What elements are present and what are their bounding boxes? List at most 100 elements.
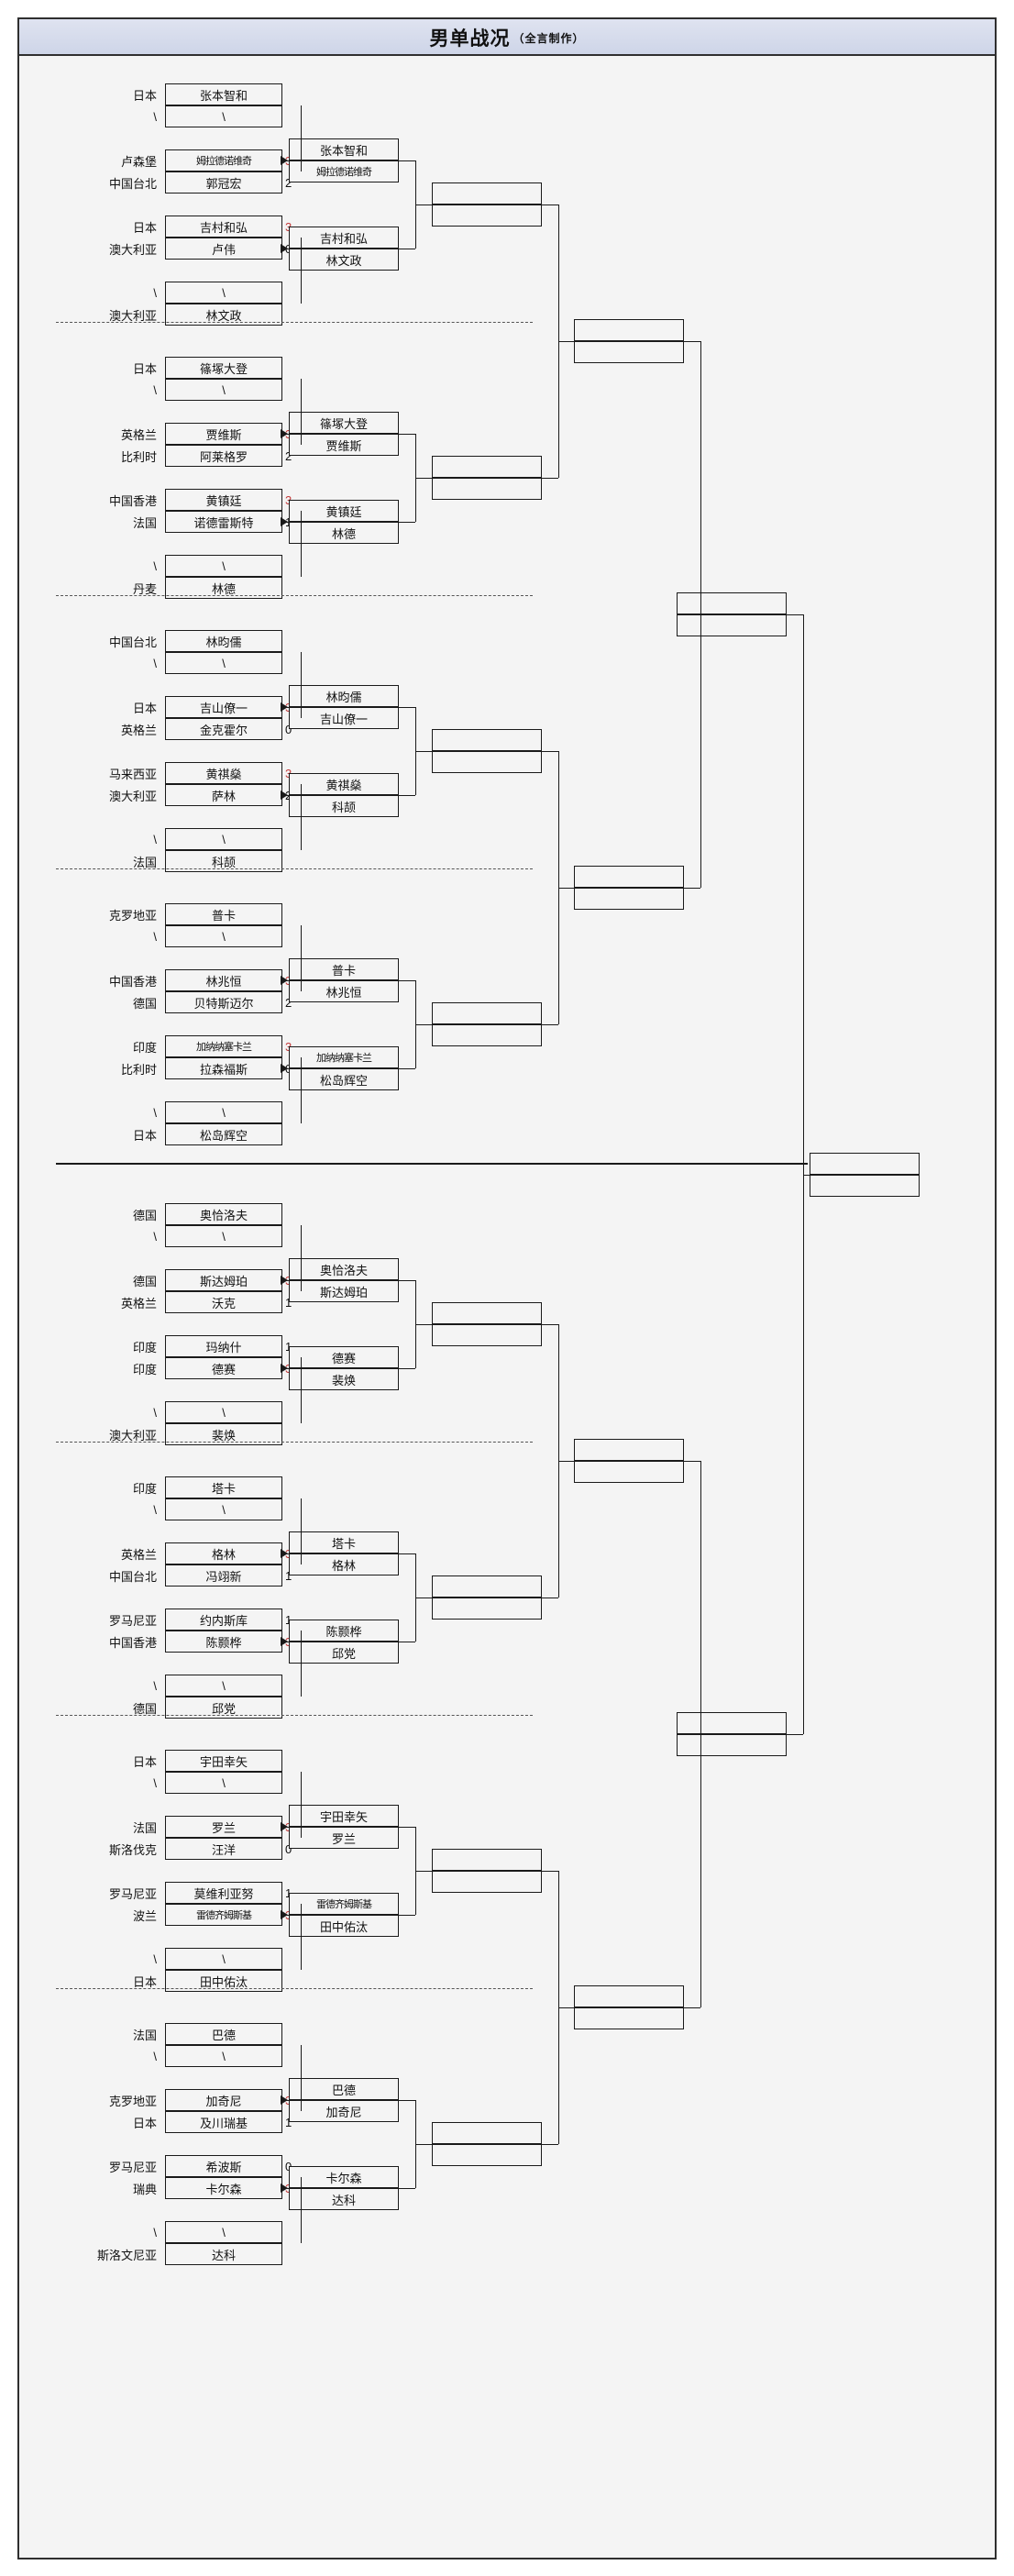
- player-cell[interactable]: 篠塚大登: [289, 412, 399, 434]
- player-cell[interactable]: 达科: [289, 2188, 399, 2210]
- player-cell[interactable]: [574, 319, 684, 341]
- player-cell[interactable]: 吉山僚一: [165, 696, 282, 718]
- player-cell[interactable]: [574, 1461, 684, 1483]
- player-cell[interactable]: [432, 1324, 542, 1346]
- player-cell[interactable]: [432, 729, 542, 751]
- player-cell[interactable]: [432, 1849, 542, 1871]
- player-cell[interactable]: 沃克: [165, 1291, 282, 1313]
- player-cell[interactable]: 张本智和: [289, 138, 399, 160]
- player-cell[interactable]: \: [165, 105, 282, 127]
- player-cell[interactable]: 雷德齐姆斯基: [289, 1893, 399, 1915]
- player-cell[interactable]: [432, 1575, 542, 1598]
- player-cell[interactable]: 黄祺燊: [165, 762, 282, 784]
- player-cell[interactable]: 林兆恒: [165, 969, 282, 991]
- player-cell[interactable]: 张本智和: [165, 83, 282, 105]
- player-cell[interactable]: [574, 1985, 684, 2007]
- player-cell[interactable]: 巴德: [165, 2023, 282, 2045]
- player-cell[interactable]: \: [165, 1675, 282, 1697]
- player-cell[interactable]: [432, 1024, 542, 1046]
- player-cell[interactable]: 陈颢桦: [289, 1620, 399, 1642]
- player-cell[interactable]: [677, 614, 787, 636]
- player-cell[interactable]: 卡尔森: [165, 2177, 282, 2199]
- player-cell[interactable]: [677, 1712, 787, 1734]
- player-cell[interactable]: 贾维斯: [289, 434, 399, 456]
- player-cell[interactable]: 雷德齐姆斯基: [165, 1904, 282, 1926]
- player-cell[interactable]: 德赛: [165, 1357, 282, 1379]
- player-cell[interactable]: 及川瑞基: [165, 2111, 282, 2133]
- player-cell[interactable]: 普卡: [289, 958, 399, 980]
- player-cell[interactable]: [574, 341, 684, 363]
- player-cell[interactable]: 罗兰: [289, 1827, 399, 1849]
- player-cell[interactable]: [677, 592, 787, 614]
- player-cell[interactable]: \: [165, 1948, 282, 1970]
- player-cell[interactable]: 斯达姆珀: [289, 1280, 399, 1302]
- player-cell[interactable]: 邱党: [289, 1642, 399, 1664]
- player-cell[interactable]: \: [165, 282, 282, 304]
- player-cell[interactable]: 加纳纳塞卡兰: [289, 1046, 399, 1068]
- player-cell[interactable]: \: [165, 379, 282, 401]
- player-cell[interactable]: 萨林: [165, 784, 282, 806]
- player-cell[interactable]: 拉森福斯: [165, 1057, 282, 1079]
- player-cell[interactable]: 田中佑汰: [289, 1915, 399, 1937]
- player-cell[interactable]: 塔卡: [165, 1476, 282, 1498]
- player-cell[interactable]: \: [165, 828, 282, 850]
- player-cell[interactable]: \: [165, 555, 282, 577]
- player-cell[interactable]: 贝特斯迈尔: [165, 991, 282, 1013]
- player-cell[interactable]: 玛纳什: [165, 1335, 282, 1357]
- player-cell[interactable]: \: [165, 1101, 282, 1123]
- player-cell[interactable]: 宇田幸矢: [289, 1805, 399, 1827]
- player-cell[interactable]: 金克霍尔: [165, 718, 282, 740]
- player-cell[interactable]: [574, 2007, 684, 2029]
- player-cell[interactable]: \: [165, 1225, 282, 1247]
- player-cell[interactable]: 吉村和弘: [165, 216, 282, 238]
- player-cell[interactable]: 卢伟: [165, 238, 282, 260]
- player-cell[interactable]: 斯达姆珀: [165, 1269, 282, 1291]
- player-cell[interactable]: [810, 1175, 920, 1197]
- player-cell[interactable]: [432, 478, 542, 500]
- player-cell[interactable]: 贾维斯: [165, 423, 282, 445]
- player-cell[interactable]: [432, 205, 542, 227]
- player-cell[interactable]: \: [165, 1498, 282, 1520]
- player-cell[interactable]: 德赛: [289, 1346, 399, 1368]
- player-cell[interactable]: 奥恰洛夫: [289, 1258, 399, 1280]
- player-cell[interactable]: 科颉: [289, 795, 399, 817]
- player-cell[interactable]: [810, 1153, 920, 1175]
- player-cell[interactable]: [432, 1002, 542, 1024]
- player-cell[interactable]: 卡尔森: [289, 2166, 399, 2188]
- player-cell[interactable]: 加奇尼: [289, 2100, 399, 2122]
- player-cell[interactable]: 林兆恒: [289, 980, 399, 1002]
- player-cell[interactable]: 加奇尼: [165, 2089, 282, 2111]
- player-cell[interactable]: 希波斯: [165, 2155, 282, 2177]
- player-cell[interactable]: [432, 2122, 542, 2144]
- player-cell[interactable]: 巴德: [289, 2078, 399, 2100]
- player-cell[interactable]: \: [165, 1772, 282, 1794]
- player-cell[interactable]: 宇田幸矢: [165, 1750, 282, 1772]
- player-cell[interactable]: 阿莱格罗: [165, 445, 282, 467]
- player-cell[interactable]: 陈颢桦: [165, 1631, 282, 1653]
- player-cell[interactable]: 普卡: [165, 903, 282, 925]
- player-cell[interactable]: 郭冠宏: [165, 171, 282, 193]
- player-cell[interactable]: [432, 182, 542, 205]
- player-cell[interactable]: [677, 1734, 787, 1756]
- player-cell[interactable]: 黄镇廷: [289, 500, 399, 522]
- player-cell[interactable]: 林文政: [289, 249, 399, 271]
- player-cell[interactable]: [574, 888, 684, 910]
- player-cell[interactable]: 格林: [165, 1542, 282, 1564]
- player-cell[interactable]: 冯翊新: [165, 1564, 282, 1587]
- player-cell[interactable]: 汪洋: [165, 1838, 282, 1860]
- player-cell[interactable]: [432, 1598, 542, 1620]
- player-cell[interactable]: [574, 1439, 684, 1461]
- player-cell[interactable]: \: [165, 652, 282, 674]
- player-cell[interactable]: 达科: [165, 2243, 282, 2265]
- player-cell[interactable]: 吉村和弘: [289, 227, 399, 249]
- player-cell[interactable]: [432, 456, 542, 478]
- player-cell[interactable]: [432, 1871, 542, 1893]
- player-cell[interactable]: 黄镇廷: [165, 489, 282, 511]
- player-cell[interactable]: 林昀儒: [165, 630, 282, 652]
- player-cell[interactable]: [432, 2144, 542, 2166]
- player-cell[interactable]: 奥恰洛夫: [165, 1203, 282, 1225]
- player-cell[interactable]: 篠塚大登: [165, 357, 282, 379]
- player-cell[interactable]: 吉山僚一: [289, 707, 399, 729]
- player-cell[interactable]: 诺德雷斯特: [165, 511, 282, 533]
- player-cell[interactable]: \: [165, 925, 282, 947]
